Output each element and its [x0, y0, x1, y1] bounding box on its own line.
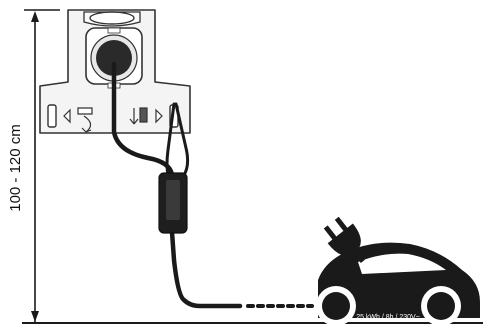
electric-plug-icon: [323, 216, 365, 263]
charging-cable: [111, 61, 314, 309]
unplug-arrow-icon: [63, 107, 93, 133]
left-hook-slot: [47, 104, 57, 128]
electric-car-icon: [316, 242, 480, 326]
car-charge-spec-label: 25 kWh / 8h / 230V~: [356, 314, 420, 321]
plug-in-arrow-icon: [129, 107, 163, 125]
height-label: 100 - 120 cm: [7, 124, 24, 212]
height-dimension: [24, 9, 60, 322]
arrow-down-icon: [31, 311, 39, 322]
arrow-up-icon: [31, 11, 39, 22]
